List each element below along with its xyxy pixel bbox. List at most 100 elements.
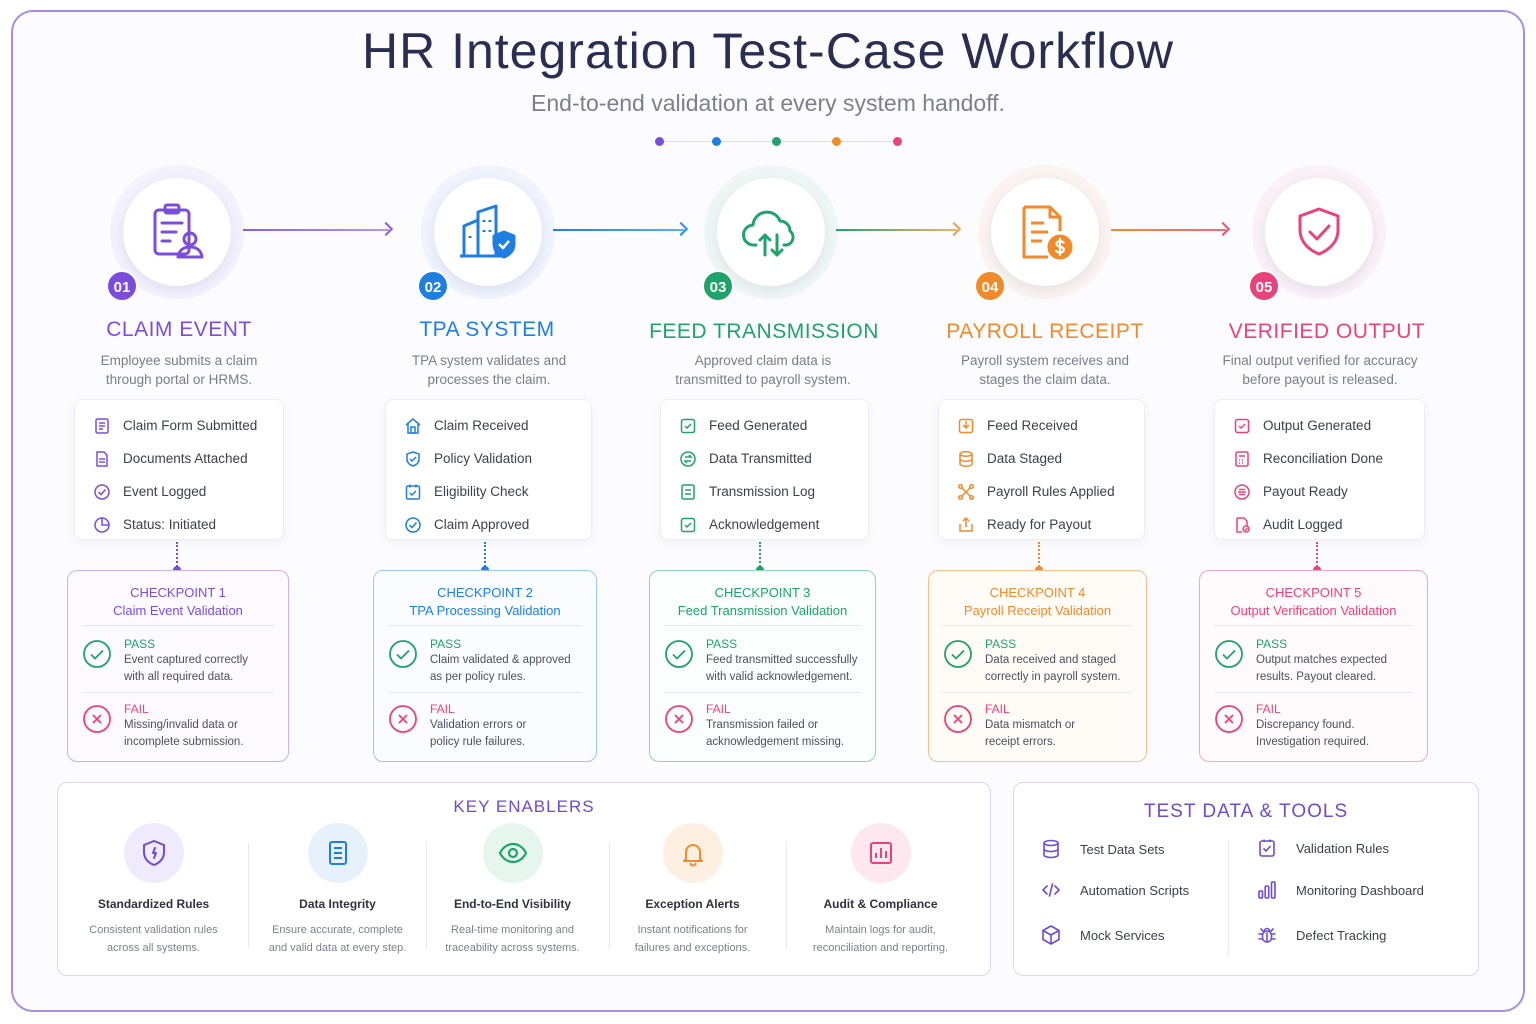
coin-icon <box>1234 483 1250 500</box>
bar-chart-icon <box>1258 881 1276 899</box>
checklist: Claim Received Policy Validation Eligibi… <box>385 399 592 540</box>
calculator-icon <box>1235 450 1249 467</box>
tool-mock-services: Mock Services <box>1040 924 1165 946</box>
fail-x-icon <box>944 705 972 733</box>
dot-blue <box>712 137 721 146</box>
arrow-2-3 <box>553 221 689 237</box>
checklist-item: Audit Logged <box>1233 508 1424 541</box>
dot-orange <box>832 137 841 146</box>
arrow-3-4 <box>836 221 962 237</box>
checkpoint-connector <box>481 542 489 574</box>
enabler-end-to-end-visibility: End-to-End Visibility Real-time monitori… <box>425 823 600 957</box>
check-circle-icon <box>405 516 421 533</box>
checklist-item: Data Staged <box>957 442 1144 475</box>
cloud-transfer-icon <box>717 178 825 286</box>
checklist-item: Policy Validation <box>404 442 591 475</box>
step-title: TPA SYSTEM <box>419 318 555 341</box>
checklist: Output Generated Reconciliation Done Pay… <box>1214 399 1425 540</box>
pass-check-icon <box>389 640 417 668</box>
code-icon <box>1041 883 1061 897</box>
transfer-circle-icon <box>680 450 696 467</box>
check-square-icon <box>1259 839 1275 857</box>
pass-check-icon <box>1215 640 1243 668</box>
step-title: CLAIM EVENT <box>106 318 252 341</box>
database-icon <box>959 450 973 467</box>
checklist-item: Reconciliation Done <box>1233 442 1424 475</box>
form-icon <box>95 417 109 434</box>
page-subtitle: End-to-end validation at every system ha… <box>531 90 1005 116</box>
step-badge: 01 <box>106 270 138 302</box>
checkpoint-connector <box>1313 542 1321 574</box>
tool-monitoring-dashboard: Monitoring Dashboard <box>1256 879 1424 901</box>
enabler-data-integrity: Data Integrity Ensure accurate, complete… <box>250 823 425 957</box>
checkpoint-connector <box>1035 542 1043 574</box>
calendar-check-icon <box>405 484 421 500</box>
fail-x-icon <box>1215 705 1243 733</box>
tool-test-data-sets: Test Data Sets <box>1040 838 1165 860</box>
checklist-item: Acknowledgement <box>679 508 868 541</box>
check-square-icon <box>680 517 696 532</box>
clipboard-user-icon <box>123 178 231 286</box>
checklist-item: Documents Attached <box>93 442 283 475</box>
step-title: PAYROLL RECEIPT <box>946 320 1144 343</box>
checklist-item: Status: Initiated <box>93 508 283 541</box>
panel-title: TEST DATA & TOOLS <box>1143 801 1349 822</box>
checklist-item: Claim Received <box>404 409 591 442</box>
fail-x-icon <box>665 705 693 733</box>
database-icon <box>1043 839 1059 859</box>
checklist-item: Data Transmitted <box>679 442 868 475</box>
checkpoint-connector <box>756 542 764 574</box>
fail-x-icon <box>389 705 417 733</box>
tool-defect-tracking: Defect Tracking <box>1256 924 1386 946</box>
bug-icon <box>1258 927 1276 943</box>
eye-icon <box>482 823 543 883</box>
step-badge: 05 <box>1248 270 1280 302</box>
step-title: VERIFIED OUTPUT <box>1228 320 1426 343</box>
checklist-item: Feed Generated <box>679 409 868 442</box>
checklist-item: Payroll Rules Applied <box>957 475 1144 508</box>
checklist-item: Payout Ready <box>1233 475 1424 508</box>
test-data-tools-panel: TEST DATA & TOOLS Test Data Sets Validat… <box>1013 782 1479 976</box>
cube-icon <box>1042 925 1060 945</box>
pie-icon <box>94 516 110 533</box>
checklist: Claim Form Submitted Documents Attached … <box>74 399 284 540</box>
arrow-4-5 <box>1111 221 1231 237</box>
pass-check-icon <box>944 640 972 668</box>
enabler-standardized-rules: Standardized Rules Consistent validation… <box>66 823 241 957</box>
dot-purple <box>655 137 664 146</box>
inbox-icon <box>958 418 974 433</box>
checklist-item: Claim Approved <box>404 508 591 541</box>
bell-icon <box>662 823 723 883</box>
building-shield-icon <box>434 178 542 286</box>
checklist-item: Transmission Log <box>679 475 868 508</box>
panel-title: KEY ENABLERS <box>453 797 595 816</box>
checklist-item: Output Generated <box>1233 409 1424 442</box>
checklist-item: Claim Form Submitted <box>93 409 283 442</box>
document-dollar-icon <box>991 178 1099 286</box>
step-badge: 03 <box>702 270 734 302</box>
shield-check-icon <box>406 450 420 467</box>
checklist-item: Eligibility Check <box>404 475 591 508</box>
fail-x-icon <box>83 705 111 733</box>
dot-pink <box>893 137 902 146</box>
network-icon <box>957 483 975 500</box>
step-badge: 02 <box>417 270 449 302</box>
step-title: FEED TRANSMISSION <box>649 320 879 343</box>
document-icon <box>681 483 695 500</box>
bar-chart-icon <box>850 823 911 883</box>
check-square-icon <box>680 418 696 433</box>
upload-box-icon <box>959 516 973 532</box>
shield-check-icon <box>1265 178 1373 286</box>
progress-dots <box>655 137 902 147</box>
check-square-icon <box>1234 418 1250 433</box>
